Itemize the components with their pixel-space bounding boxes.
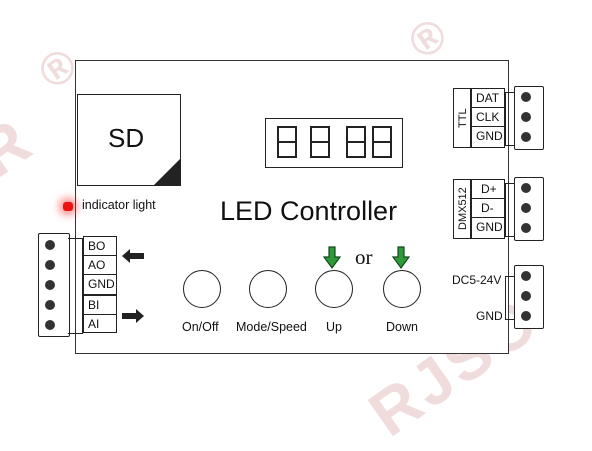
dmx-group-label: DMX512 [453, 179, 471, 239]
terminal-pin [45, 320, 55, 330]
sd-label: SD [108, 123, 145, 153]
dmx-label: DMX512 [457, 187, 469, 231]
dmx-terminal-strip [505, 183, 516, 237]
terminal-pin [521, 92, 531, 102]
ttl-label: TTL [457, 108, 469, 128]
terminal-label-gnd: GND [88, 277, 115, 291]
arrow-right-icon [122, 309, 144, 323]
power-terminal-strip [505, 276, 516, 320]
indicator-label: indicator light [82, 198, 156, 212]
display-digit [310, 126, 330, 158]
terminal-label-bi: BI [84, 296, 116, 315]
ttl-group-label: TTL [453, 88, 471, 148]
terminal-pin [521, 271, 531, 281]
mode-speed-button[interactable] [249, 270, 287, 308]
mode-speed-label: Mode/Speed [236, 320, 307, 334]
up-label: Up [326, 320, 342, 334]
sd-card-slot[interactable]: SD [77, 94, 181, 186]
terminal-pin [521, 291, 531, 301]
terminal-pin [45, 260, 55, 270]
display-digit [372, 126, 392, 158]
dmx-label-dminus: D- [472, 199, 504, 218]
ttl-label-clk: CLK [472, 108, 504, 127]
power-label-vplus: DC5-24V [452, 273, 502, 287]
left-terminal-labels-input: BI AI [83, 295, 117, 333]
ttl-terminal-block [514, 86, 544, 150]
on-off-label: On/Off [182, 320, 219, 334]
terminal-pin [45, 300, 55, 310]
terminal-pin [45, 280, 55, 290]
indicator-light [63, 202, 73, 211]
terminal-label-bo: BO [84, 237, 116, 256]
dmx-label-gnd: GND [476, 220, 503, 234]
arrow-left-icon [122, 249, 144, 263]
ttl-labels: DAT CLK GND [471, 88, 505, 148]
dmx-terminal-block [514, 177, 544, 241]
display-digit [277, 126, 297, 158]
terminal-pin [521, 112, 531, 122]
or-label: or [355, 245, 373, 269]
terminal-pin [521, 203, 531, 213]
left-terminal-strip [68, 238, 83, 334]
terminal-label-ao: AO [84, 256, 116, 275]
power-terminal-block [514, 265, 544, 329]
watermark-logo: R [0, 103, 47, 191]
left-terminal-labels: BO AO GND [83, 236, 117, 295]
digit-display [265, 118, 403, 168]
down-label: Down [386, 320, 418, 334]
arrow-down-icon [392, 246, 410, 270]
arrow-down-icon [323, 246, 341, 270]
display-digit [346, 126, 366, 158]
terminal-pin [521, 223, 531, 233]
terminal-pin [521, 183, 531, 193]
ttl-label-gnd: GND [476, 129, 503, 143]
on-off-button[interactable] [183, 270, 221, 308]
down-button[interactable] [383, 270, 421, 308]
board-title: LED Controller [220, 196, 398, 226]
ttl-label-dat: DAT [472, 89, 504, 108]
up-button[interactable] [315, 270, 353, 308]
terminal-pin [45, 240, 55, 250]
dmx-label-dplus: D+ [472, 180, 504, 199]
power-label-gnd: GND [476, 309, 503, 323]
sd-corner-notch [154, 159, 180, 185]
ttl-terminal-strip [505, 92, 516, 146]
terminal-label-ai: AI [88, 317, 100, 331]
terminal-pin [521, 311, 531, 321]
terminal-pin [521, 132, 531, 142]
left-terminal-block [38, 233, 70, 337]
dmx-labels: D+ D- GND [471, 179, 505, 239]
